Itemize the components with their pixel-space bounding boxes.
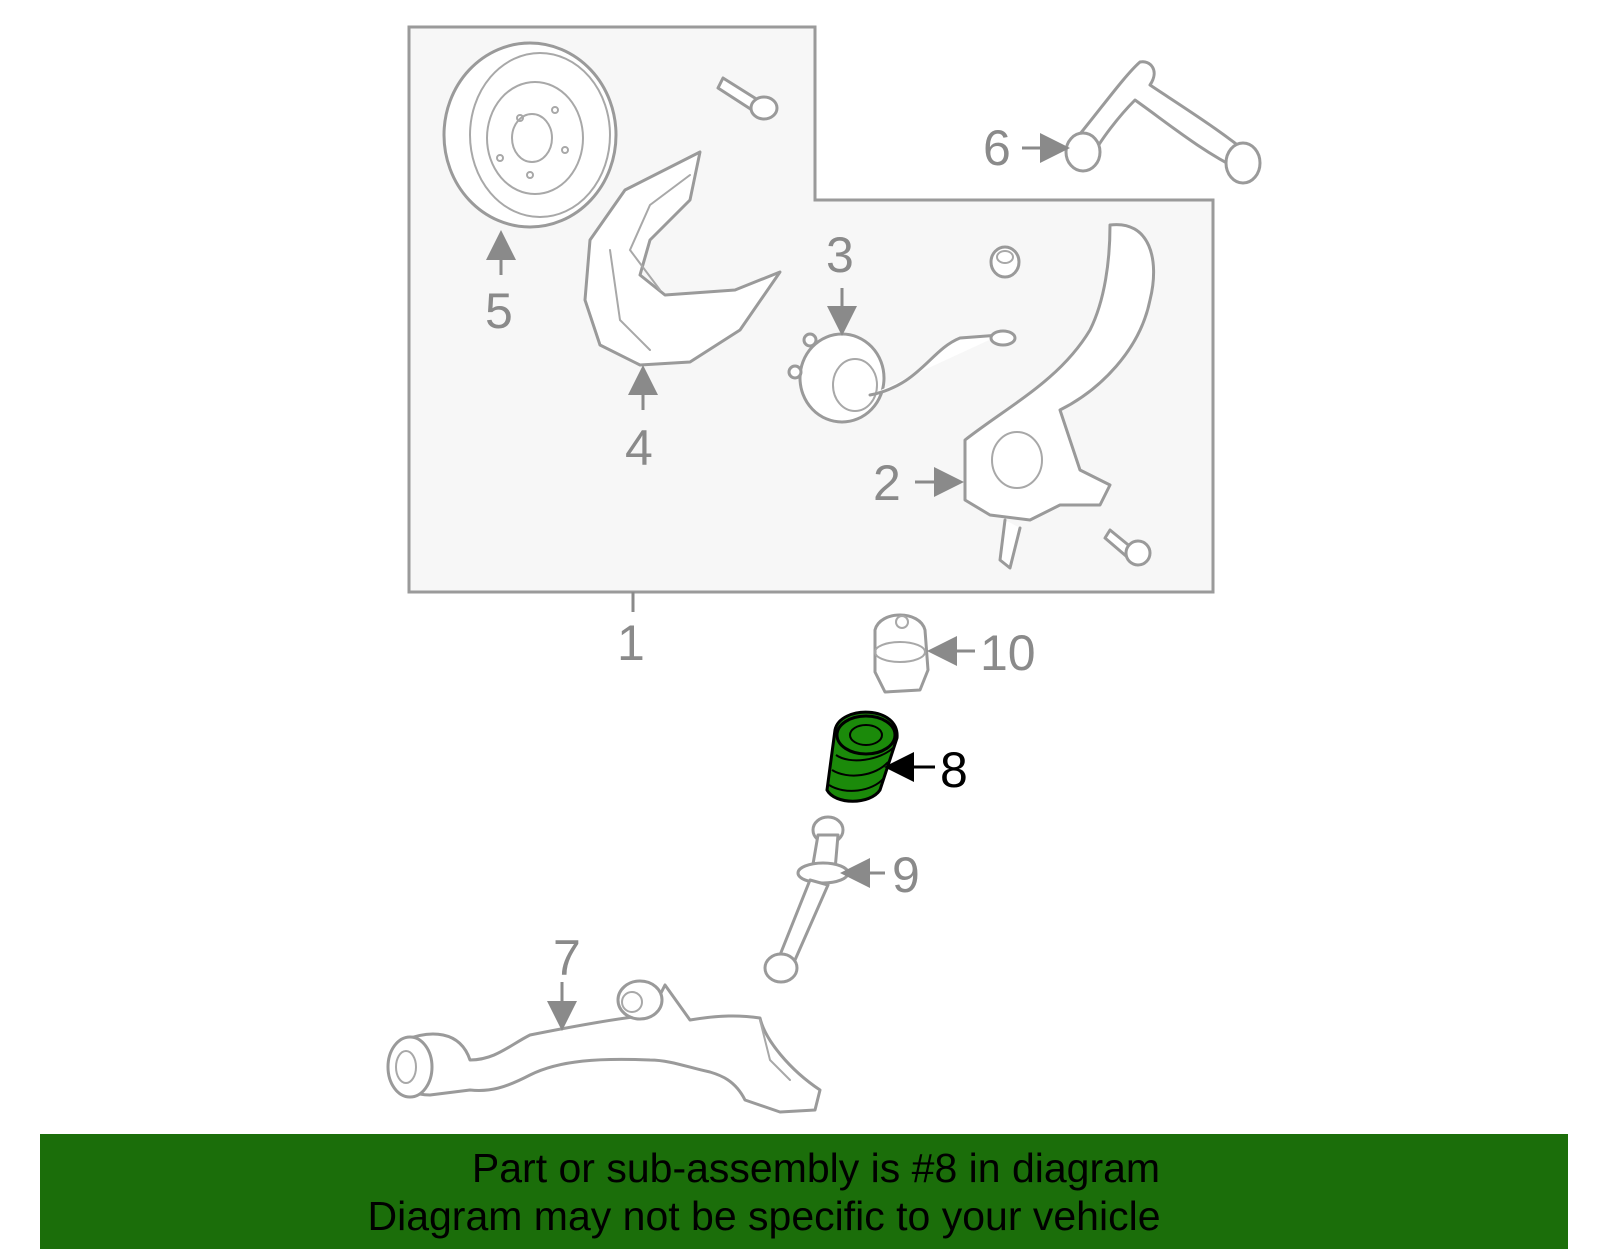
banner-part-note: Part or sub-assembly is #8 in diagram [471,1145,1161,1191]
callout-10: 10 [980,625,1036,681]
callout-1: 1 [617,615,645,671]
part-2-knuckle[interactable] [963,223,1156,570]
callout-4: 4 [625,420,653,476]
callout-7: 7 [553,930,581,986]
callout-5: 5 [485,283,513,339]
callout-9: 9 [892,847,920,903]
callout-6: 6 [983,120,1011,176]
part-7-lower-arm[interactable] [386,979,822,1114]
info-banner: Part or sub-assembly is #8 in diagram Di… [40,1134,1568,1249]
bolt-top [716,76,779,121]
callout-8: 8 [940,742,968,798]
bolt-lower [1103,528,1152,567]
part-8-highlighted[interactable] [825,710,899,803]
part-10-ball-joint[interactable] [873,613,930,694]
part-9-link[interactable] [763,815,850,984]
banner-disclaimer: Diagram may not be specific to your vehi… [367,1193,1161,1239]
part-6-upper-arm[interactable] [1064,60,1262,185]
callout-2: 2 [873,455,901,511]
part-5-brake-rotor[interactable] [442,41,618,229]
callout-3: 3 [826,227,854,283]
nut-small [989,245,1021,279]
part-4-splash-shield[interactable] [583,150,782,367]
